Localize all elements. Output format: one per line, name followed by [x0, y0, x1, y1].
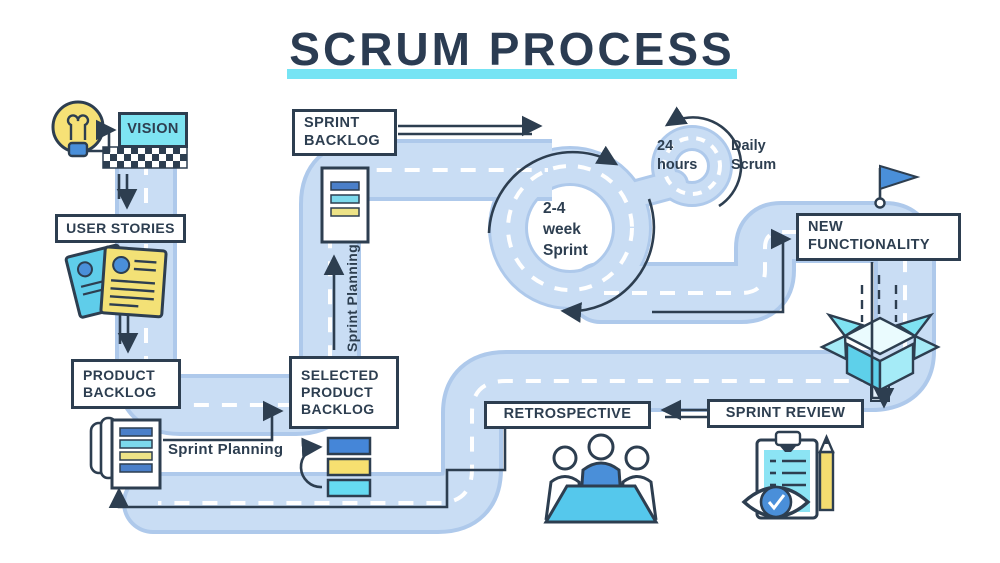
lightbulb-icon [51, 100, 105, 158]
label-sprint-duration: 2-4 week Sprint [543, 200, 588, 259]
node-retrospective: RETROSPECTIVE [484, 401, 651, 429]
title-underline [287, 69, 737, 79]
sprint-backlog-card-icon [320, 166, 370, 244]
review-clipboard-icon [741, 430, 835, 520]
node-vision: VISION [118, 112, 188, 148]
node-sprint-review: SPRINT REVIEW [707, 399, 864, 428]
flow-arrows [87, 106, 895, 509]
arrow-newfunctionality-to-review [870, 262, 895, 409]
node-selected-product-backlog: SELECTED PRODUCT BACKLOG [289, 356, 399, 429]
release-box-icon [819, 275, 941, 402]
user-story-cards-icon [64, 243, 168, 319]
selected-backlog-bars-icon [299, 436, 372, 498]
label-sprint-planning-vertical: Sprint Planning [344, 244, 360, 352]
label-daily-scrum: Daily Scrum [731, 138, 777, 173]
page-title: SCRUM PROCESS [289, 23, 735, 75]
arrow-sprint-loop-bottom [560, 198, 656, 323]
product-backlog-scroll-icon [89, 416, 162, 490]
arrow-retrospective-to-restart [108, 428, 507, 509]
label-sprint-planning: Sprint Planning [168, 441, 284, 458]
arrow-daily-scrum-loop [664, 106, 743, 208]
arrow-loop-to-newfunctionality [652, 228, 792, 314]
arrow-sprintplanning-to-selected [163, 400, 284, 442]
node-product-backlog: PRODUCT BACKLOG [71, 359, 181, 409]
arrow-idea-to-vision [87, 119, 117, 153]
label-24-hours: 24 hours [657, 138, 698, 173]
retrospective-meeting-icon [543, 433, 659, 524]
node-new-functionality: NEW FUNCTIONALITY [796, 213, 961, 261]
arrow-sprint-loop-top [487, 145, 619, 234]
node-sprint-backlog: SPRINT BACKLOG [292, 109, 397, 156]
checkered-flag-icon [102, 146, 188, 169]
goal-flag-icon [874, 164, 921, 209]
node-user-stories: USER STORIES [55, 214, 186, 243]
